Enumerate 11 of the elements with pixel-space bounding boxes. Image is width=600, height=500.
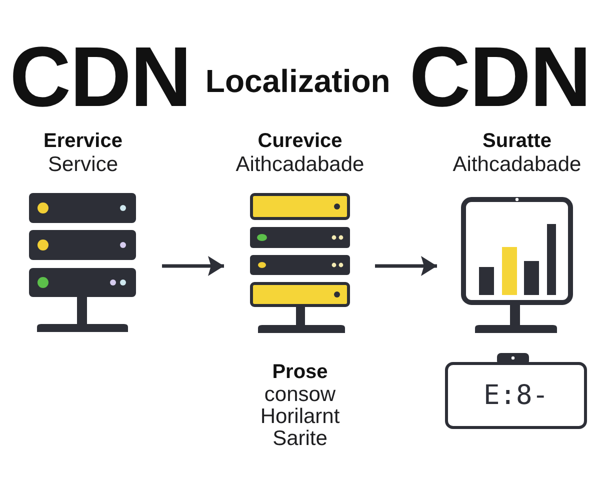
- node-subtitle: Aithcadabade: [452, 153, 582, 176]
- arrow: [375, 256, 437, 276]
- node-title: Suratte: [482, 129, 552, 153]
- node-subtitle: Aithcadabade: [236, 153, 364, 176]
- display-readout: E:8-: [483, 380, 549, 410]
- caption-text: consow Horilarnt Sarite: [259, 384, 341, 450]
- node-title: Curevice: [258, 129, 342, 153]
- caption-heading: Prose: [272, 360, 328, 384]
- node-title: Erervice: [44, 129, 122, 153]
- arrow: [162, 256, 224, 276]
- node-subtitle: Service: [48, 153, 118, 176]
